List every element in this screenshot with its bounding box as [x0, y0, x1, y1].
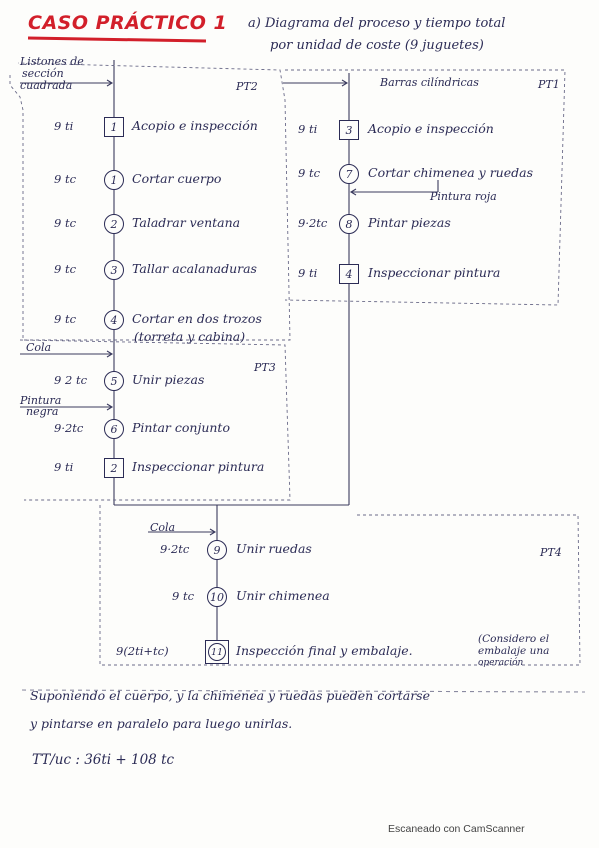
step-description: Cortar chimenea y ruedas	[368, 165, 533, 180]
step-time: 9 ti	[54, 460, 74, 474]
step-description: Unir chimenea	[236, 588, 330, 603]
step-time: 9 tc	[172, 589, 195, 603]
step-description: Cortar en dos trozos	[132, 311, 262, 326]
zone-label-pt1: PT1	[538, 78, 560, 91]
operation-symbol: 2	[104, 214, 124, 234]
step-time: 9·2tc	[54, 421, 84, 435]
combined-symbol-number: 11	[208, 643, 226, 661]
input-cola-2: Cola	[150, 521, 176, 534]
header-line-2: por unidad de coste (9 juguetes)	[270, 38, 484, 53]
step-time: 9 tc	[54, 172, 77, 186]
step-description: Taladrar ventana	[132, 215, 241, 230]
operation-symbol: 3	[104, 260, 124, 280]
inspection-symbol: 3	[339, 120, 359, 140]
operation-symbol: 9	[207, 540, 227, 560]
step-time: 9 ti	[54, 119, 74, 133]
zone-label-pt2: PT2	[236, 80, 258, 93]
conclusion-line-2: y pintarse en paralelo para luego unirla…	[30, 716, 293, 731]
step-time: 9 tc	[54, 216, 77, 230]
zone-label-pt4: PT4	[540, 546, 562, 559]
zone-label-pt3: PT3	[254, 361, 276, 374]
page-title: CASO PRÁCTICO 1	[28, 12, 228, 34]
step-description: Cortar cuerpo	[132, 171, 222, 186]
inspection-symbol: 1	[104, 117, 124, 137]
step-time: 9 tc	[54, 262, 77, 276]
operation-symbol: 7	[339, 164, 359, 184]
step-description: Pintar conjunto	[132, 420, 230, 435]
header-line-1: a) Diagrama del proceso y tiempo total	[248, 16, 506, 31]
step-time: 9·2tc	[160, 542, 190, 556]
inspection-symbol: 2	[104, 458, 124, 478]
step-description: Acopio e inspección	[132, 118, 258, 133]
combined-symbol: 11	[205, 640, 229, 664]
step-description: Inspeccionar pintura	[132, 459, 265, 474]
formula: TT/uc : 36ti + 108 tc	[32, 752, 175, 768]
input-pintura-negra: Pintura negra	[20, 394, 62, 418]
note-embalaje: (Considero el embalaje una operación	[478, 633, 550, 668]
step-description: Pintar piezas	[368, 215, 451, 230]
step-time: 9·2tc	[298, 216, 328, 230]
operation-symbol: 1	[104, 170, 124, 190]
step-time: 9 tc	[54, 312, 77, 326]
operation-symbol: 6	[104, 419, 124, 439]
input-pintura-roja: Pintura roja	[430, 190, 497, 203]
footer-scanner-text: Escaneado con CamScanner	[388, 823, 525, 835]
operation-symbol: 5	[104, 371, 124, 391]
step-description: Unir piezas	[132, 372, 205, 387]
step-description: Inspección final y embalaje.	[236, 643, 413, 658]
step-description-extra: (torreta y cabina)	[134, 329, 246, 344]
operation-symbol: 4	[104, 310, 124, 330]
input-barras: Barras cilíndricas	[380, 76, 479, 89]
step-time: 9 ti	[298, 266, 318, 280]
step-description: Tallar acalanaduras	[132, 261, 257, 276]
operation-symbol: 8	[339, 214, 359, 234]
conclusion-line-1: Suponiendo el cuerpo, y la chimenea y ru…	[30, 688, 430, 703]
step-time: 9 ti	[298, 122, 318, 136]
input-listones: Listones de sección cuadrada	[20, 55, 84, 92]
step-description: Unir ruedas	[236, 541, 312, 556]
step-time: 9 2 tc	[54, 373, 88, 387]
input-cola-1: Cola	[26, 341, 52, 354]
step-time: 9(2ti+tc)	[116, 644, 169, 658]
operation-symbol: 10	[207, 587, 227, 607]
step-description: Inspeccionar pintura	[368, 265, 501, 280]
step-description: Acopio e inspección	[368, 121, 494, 136]
step-time: 9 tc	[298, 166, 321, 180]
inspection-symbol: 4	[339, 264, 359, 284]
